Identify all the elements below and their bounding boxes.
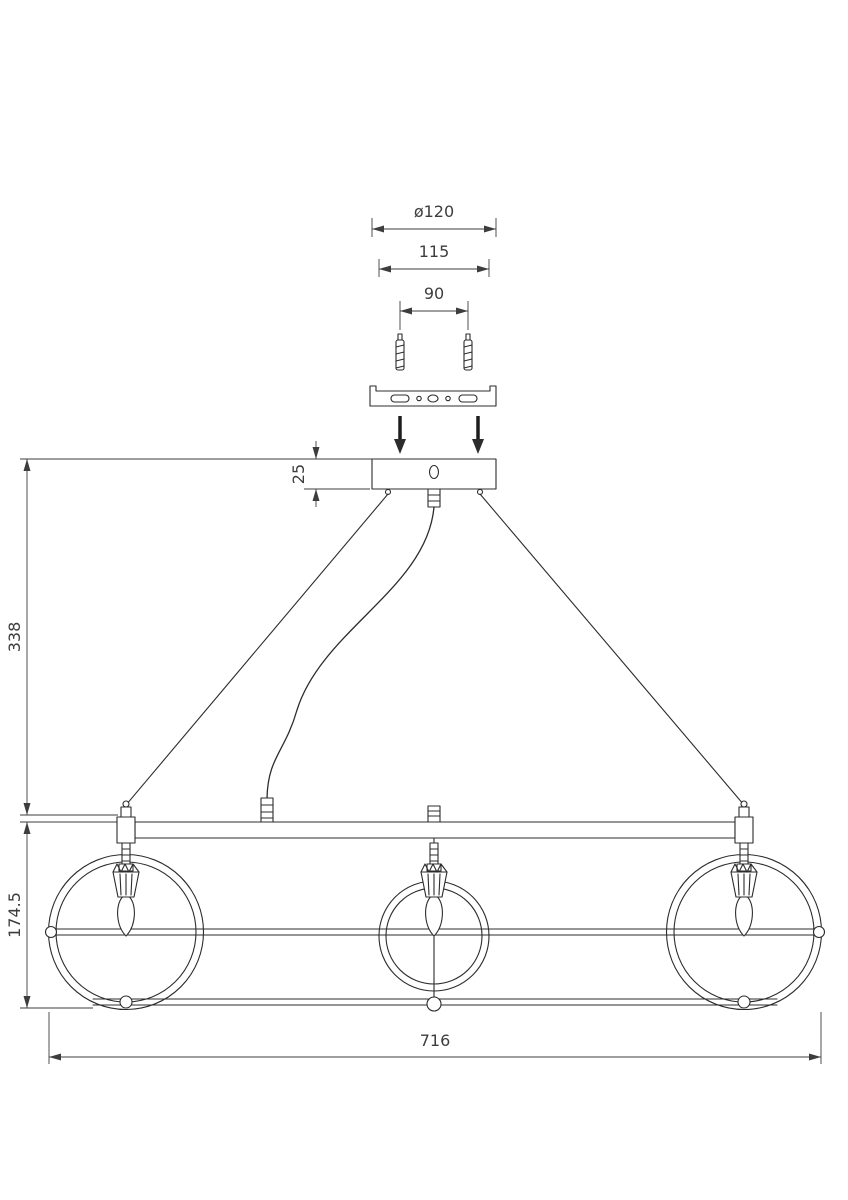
- dim-bracket-length: 115: [378, 242, 490, 277]
- insertion-arrows: [394, 416, 484, 454]
- insert-arrow-right: [472, 416, 484, 454]
- mounting-bracket: [369, 385, 497, 407]
- lower-rod: [92, 995, 778, 1012]
- cable-gland: [427, 488, 441, 508]
- bracket-slot-left: [390, 394, 410, 403]
- hang-knob-right: [740, 800, 748, 808]
- lamp-right: [730, 842, 758, 937]
- wall-anchor-right: [463, 333, 473, 371]
- dim-canopy-height-label: 25: [289, 464, 308, 484]
- dim-fixture-height-label: 174.5: [5, 892, 24, 938]
- dim-hole-spacing: 90: [399, 284, 469, 330]
- bracket-slot-right: [458, 394, 478, 403]
- dim-fixture-height: 174.5: [5, 821, 117, 1009]
- center-top-nipple: [427, 805, 441, 823]
- dim-hole-spacing-label: 90: [424, 284, 444, 303]
- socket-petals: [730, 863, 758, 873]
- anchor-tip: [465, 333, 471, 341]
- bar-end-cap-left: [116, 816, 136, 844]
- dim-canopy-diameter-label: ø120: [414, 202, 454, 221]
- dim-bracket-length-label: 115: [419, 242, 450, 261]
- socket-petals: [420, 863, 448, 873]
- suspension-wire-left: [125, 493, 389, 806]
- insert-arrow-left: [394, 416, 406, 454]
- ceiling-canopy: [371, 458, 497, 508]
- bulb-left: [117, 896, 135, 937]
- canopy-hole: [428, 464, 440, 480]
- suspension-wire-right: [479, 493, 745, 806]
- rod-ball-left: [44, 925, 58, 939]
- socket-petals: [112, 863, 140, 873]
- anchor-body: [395, 339, 405, 371]
- wall-anchor-left: [395, 333, 405, 371]
- bar-tube: [134, 821, 736, 839]
- bar-end-cap-right: [734, 816, 754, 844]
- dim-overall-width: 716: [48, 1012, 822, 1064]
- bracket-small-hole: [416, 395, 422, 402]
- hang-knob-left-base: [120, 806, 132, 819]
- suspension: [125, 493, 745, 823]
- center-finial-ball: [426, 996, 442, 1012]
- lamp-center: [420, 842, 448, 937]
- bracket-small-hole: [445, 395, 451, 402]
- dim-canopy-diameter: ø120: [371, 202, 497, 237]
- rod-ball-left: [119, 995, 133, 1009]
- rod-ball-right: [737, 995, 751, 1009]
- dim-canopy-height: 25: [289, 441, 370, 507]
- dim-suspension-drop-label: 338: [5, 622, 24, 653]
- fixture-body: [44, 800, 826, 1012]
- hang-knob-left: [122, 800, 130, 808]
- frame-bar: [116, 800, 754, 844]
- dim-suspension-drop: 338: [5, 458, 372, 816]
- power-cable: [266, 506, 435, 799]
- hang-knob-right-base: [738, 806, 750, 819]
- lamp-left: [112, 842, 140, 937]
- bulb-right: [735, 896, 753, 937]
- bracket-center-hole: [427, 394, 439, 403]
- anchor-body: [463, 339, 473, 371]
- canopy-body: [371, 458, 497, 490]
- bulb-center: [425, 896, 443, 937]
- anchor-tip: [397, 333, 403, 341]
- dim-overall-width-label: 716: [420, 1031, 451, 1050]
- bracket-body: [369, 385, 497, 407]
- rod-ball-right: [812, 925, 826, 939]
